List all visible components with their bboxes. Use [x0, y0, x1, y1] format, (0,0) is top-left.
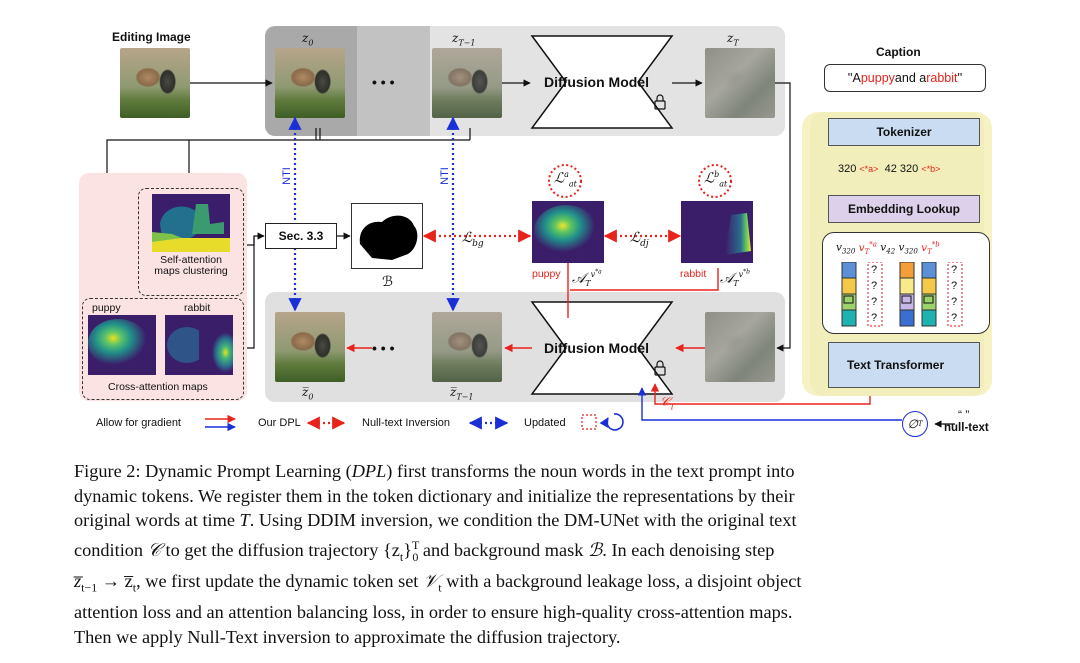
caption-line-5: z̅t−1 → z̅t, we first update the dynamic…: [74, 571, 802, 595]
cross-attention-box: [82, 298, 244, 400]
zT-image: [705, 48, 775, 118]
caption-line-4: condition 𝒞 to get the diffusion traject…: [74, 537, 775, 564]
zT1-image: [432, 48, 502, 118]
null-text-label: null-text: [944, 422, 989, 434]
background-mask-image: [351, 203, 423, 269]
attention-rabbit-label: rabbit: [680, 268, 707, 280]
zT-label: zT: [727, 31, 739, 48]
attention-puppy-label: puppy: [532, 268, 561, 280]
zbar0-label: z̅0: [302, 385, 314, 402]
cross-attention-map-puppy: [88, 315, 156, 375]
token-ids: 320 <*a> 42 320 <*b>: [838, 163, 941, 175]
legend-dpl: Our DPL: [258, 417, 301, 429]
figure-connectors: [103, 35, 975, 432]
sec-3-3-box: Sec. 3.3: [265, 223, 337, 249]
self-attention-box: [138, 188, 244, 296]
top-diffusion-hourglass: [530, 35, 674, 129]
caption-title: Caption: [876, 45, 921, 59]
condition-label: 𝒞T: [660, 395, 675, 412]
editing-image: [120, 48, 190, 118]
diffusion-model-bottom-label: Diffusion Model: [544, 340, 649, 356]
bottom-dots: • • •: [372, 340, 395, 356]
zbarT-image: [705, 312, 775, 382]
attention-map-rabbit: [681, 201, 753, 263]
mask-label: ℬ: [382, 274, 394, 290]
editing-image-label: Editing Image: [112, 30, 191, 44]
caption-line-1: Figure 2: Dynamic Prompt Learning (DPL) …: [74, 461, 795, 481]
zbarT1-image: [432, 312, 502, 382]
caption-line-3: original words at time T. Using DDIM inv…: [74, 510, 797, 531]
attention-b-label: 𝒜Tv*b: [720, 268, 750, 289]
zT1-label: zT−1: [452, 31, 476, 48]
qmarks-b: ????: [951, 264, 958, 324]
cross-attention-map-rabbit: [165, 315, 233, 375]
embedding-lookup-box: Embedding Lookup: [828, 195, 980, 223]
legend-updated: Updated: [524, 417, 566, 429]
cross-puppy-label: puppy: [92, 302, 121, 314]
nti-left-label: NTI: [280, 167, 293, 185]
embedding-vectors: [841, 262, 963, 327]
z0-image: [275, 48, 345, 118]
legend-nti: Null-text Inversion: [362, 417, 451, 429]
loss-at-a: ℒaat: [554, 170, 577, 189]
cross-rabbit-label: rabbit: [184, 302, 211, 314]
z0-label: z0: [302, 31, 314, 48]
self-attention-cluster-map: [152, 194, 230, 252]
qmarks-a: ????: [871, 264, 878, 324]
caption-line-7: Then we apply Null-Text inversion to app…: [74, 626, 621, 647]
caption-line-2: dynamic tokens. We register them in the …: [74, 485, 795, 506]
attention-map-puppy: [532, 201, 604, 263]
legend-gradient: Allow for gradient: [96, 417, 181, 429]
figure: Editing Image z0 • • • zT−1 zT z̅0 • • •…: [79, 26, 992, 437]
self-attention-label: Self-attention maps clustering: [154, 254, 228, 277]
embedding-labels: v320 vT*a v42 v320 vT*b: [836, 240, 940, 256]
text-transformer-box: Text Transformer: [828, 342, 980, 388]
loss-at-b: ℒbat: [704, 170, 728, 189]
null-text-quotes: “ ”: [958, 408, 970, 422]
loss-bg: ℒbg: [462, 230, 484, 249]
top-dots: • • •: [372, 74, 395, 90]
diffusion-model-top-label: Diffusion Model: [544, 74, 649, 90]
null-embedding-circle: ∅T: [902, 411, 928, 437]
figure-caption: Figure 2: Dynamic Prompt Learning (DPL) …: [74, 459, 1014, 650]
attention-a-label: 𝒜Tv*a: [572, 268, 602, 289]
caption-line-6: attention loss and an attention balancin…: [74, 602, 793, 623]
zbar0-image: [275, 312, 345, 382]
cross-attention-label: Cross-attention maps: [108, 381, 208, 393]
zbarT1-label: z̅T−1: [450, 385, 474, 402]
caption-box: ''A puppy and a rabbit'': [824, 64, 986, 92]
nti-right-label: NTI: [438, 167, 451, 185]
bottom-diffusion-hourglass: [530, 301, 674, 395]
tokenizer-box: Tokenizer: [828, 118, 980, 146]
loss-dj: ℒdj: [630, 230, 649, 249]
